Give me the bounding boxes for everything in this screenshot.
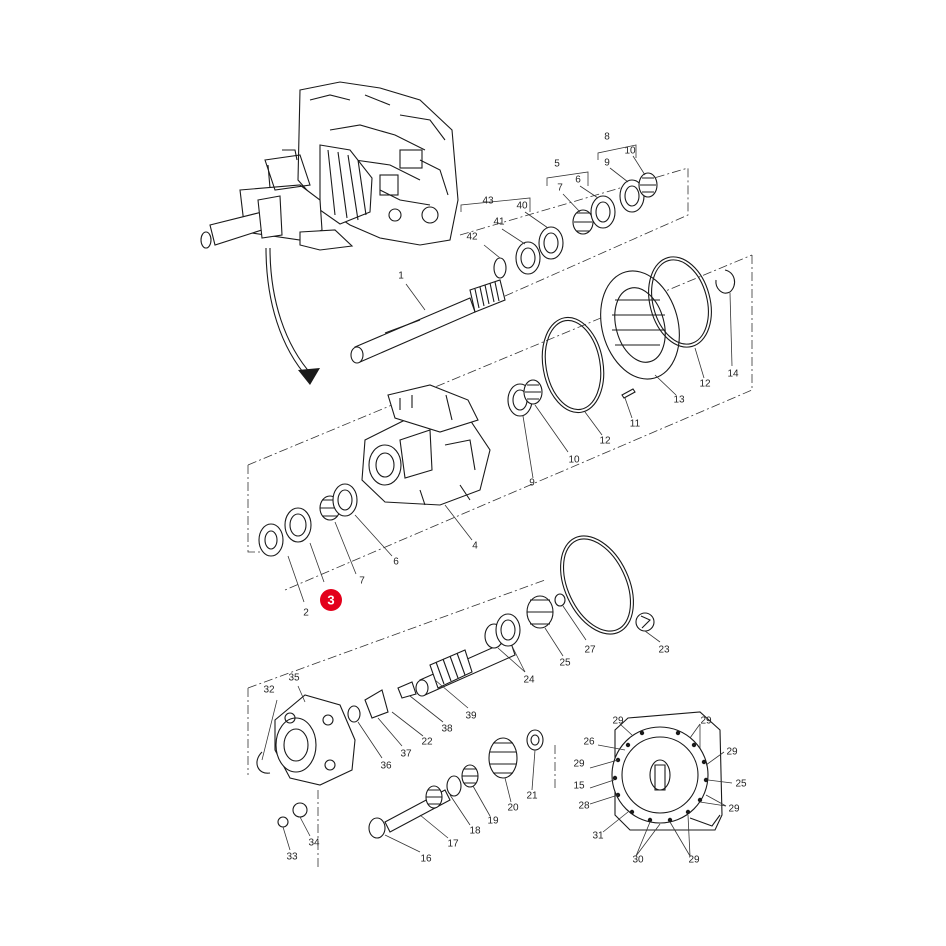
callout-9-upper: 9 <box>604 158 610 169</box>
callout-12-lower: 12 <box>599 436 611 447</box>
callout-10-upper: 10 <box>624 146 636 157</box>
callout-6-lower: 6 <box>393 557 399 568</box>
callout-29-left: 29 <box>573 759 585 770</box>
callout-30: 30 <box>632 855 644 866</box>
callout-43: 43 <box>482 196 494 207</box>
callout-41: 41 <box>493 217 505 228</box>
highlight-label: 3 <box>327 592 334 607</box>
highlight-circle[interactable] <box>320 589 342 611</box>
lower-shaft-group <box>415 535 655 697</box>
middle-bearing-group <box>507 379 543 417</box>
callout-25-cover: 25 <box>735 779 747 790</box>
callout-38: 38 <box>441 724 453 735</box>
callout-5: 5 <box>554 159 560 170</box>
callout-39: 39 <box>465 711 477 722</box>
callout-11: 11 <box>630 419 641 430</box>
callout-31: 31 <box>592 831 604 842</box>
callout-16: 16 <box>420 854 432 865</box>
callout-17: 17 <box>447 839 459 850</box>
callout-24: 24 <box>523 675 535 686</box>
callout-27: 27 <box>584 645 596 656</box>
callout-28: 28 <box>578 801 590 812</box>
callout-40: 40 <box>516 201 528 212</box>
carrier-group <box>256 681 417 828</box>
callout-35: 35 <box>288 673 300 684</box>
planet-gear-group <box>368 729 544 839</box>
callout-14: 14 <box>727 369 739 380</box>
highlighted-part-badge[interactable]: 3 <box>320 589 342 611</box>
callout-22: 22 <box>421 737 433 748</box>
callout-20: 20 <box>507 803 519 814</box>
callout-1: 1 <box>398 271 404 282</box>
callout-labels: 1 2 4 5 6 6 7 7 8 9 9 10 10 11 12 12 13 … <box>263 132 747 866</box>
callout-34: 34 <box>308 838 320 849</box>
callout-29-bottom: 29 <box>688 855 700 866</box>
leader-lines <box>261 144 733 857</box>
callout-42: 42 <box>466 232 478 243</box>
callout-23: 23 <box>658 645 670 656</box>
callout-29-right: 29 <box>726 747 738 758</box>
ring-gear-group <box>541 256 736 414</box>
callout-36: 36 <box>380 761 392 772</box>
group-frames <box>247 167 753 870</box>
tractor-overview-illustration <box>200 81 459 385</box>
shaft-part-1 <box>350 279 506 364</box>
callout-2: 2 <box>303 608 309 619</box>
housing-part-4 <box>361 384 491 506</box>
left-seal-group <box>258 483 358 557</box>
callout-9-lower: 9 <box>529 478 535 489</box>
callout-7-lower: 7 <box>359 576 365 587</box>
cover-end-view <box>611 711 723 831</box>
callout-29-top-left: 29 <box>612 716 624 727</box>
callout-7-upper: 7 <box>557 183 563 194</box>
callout-12-upper: 12 <box>699 379 711 390</box>
callout-4: 4 <box>472 541 478 552</box>
callout-32: 32 <box>263 685 275 696</box>
callout-29-top-right: 29 <box>700 716 712 727</box>
callout-29-right-lower: 29 <box>728 804 740 815</box>
callout-13: 13 <box>673 395 685 406</box>
callout-15: 15 <box>573 781 585 792</box>
callout-8: 8 <box>604 132 610 143</box>
callout-10-lower: 10 <box>568 455 580 466</box>
callout-25-shaft: 25 <box>559 658 571 669</box>
callout-37: 37 <box>400 749 412 760</box>
callout-26: 26 <box>583 737 595 748</box>
callout-6-upper: 6 <box>575 175 581 186</box>
callout-33: 33 <box>286 852 298 863</box>
upper-bearing-group <box>493 172 658 279</box>
callout-19: 19 <box>487 816 499 827</box>
callout-18: 18 <box>469 826 481 837</box>
callout-21: 21 <box>526 791 538 802</box>
